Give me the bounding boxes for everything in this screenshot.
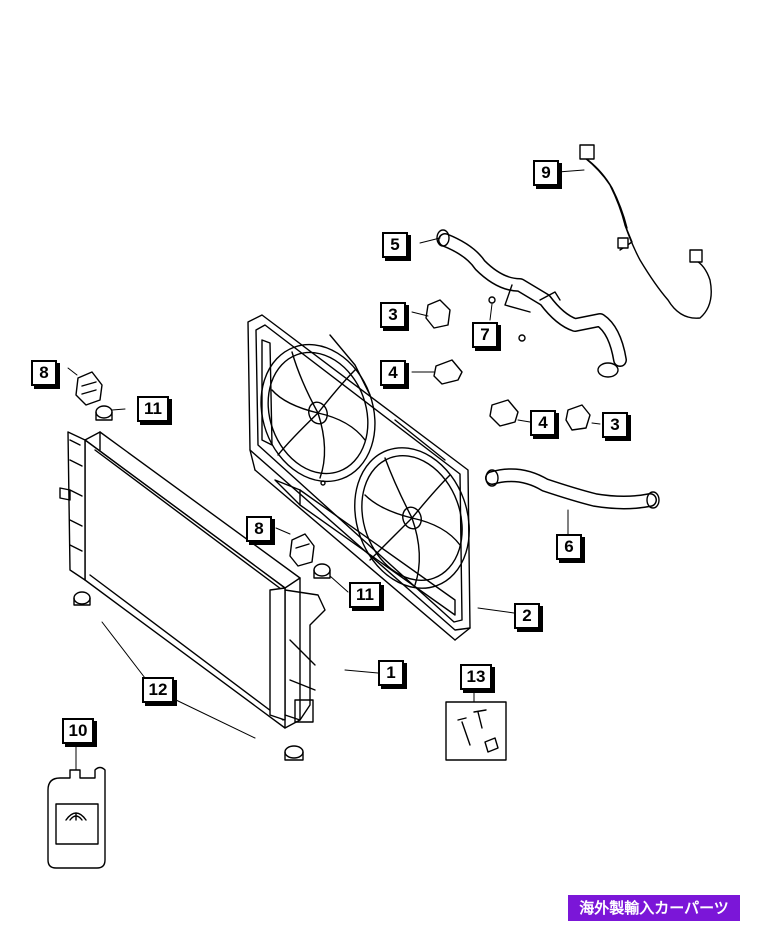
callout-8-lower: 8: [246, 516, 272, 542]
callout-5: 5: [382, 232, 408, 258]
callout-3-lower: 3: [602, 412, 628, 438]
sensor-4-lower: [489, 399, 519, 427]
upper-hose: [436, 229, 627, 378]
callout-11-upper: 11: [137, 396, 169, 422]
callout-2: 2: [514, 603, 540, 629]
upper-fan: [260, 343, 376, 483]
isolator-12-upper: [73, 591, 91, 606]
clip-3-upper: [425, 299, 451, 329]
wiring-harness: [579, 144, 712, 319]
callout-8-upper: 8: [31, 360, 57, 386]
lower-fan: [354, 447, 470, 589]
callout-3-upper: 3: [380, 302, 406, 328]
callout-11-lower: 11: [349, 582, 381, 608]
callout-9: 9: [533, 160, 559, 186]
callout-13: 13: [460, 664, 492, 690]
lower-hose: [485, 468, 660, 510]
callout-4-lower: 4: [530, 410, 556, 436]
callout-7: 7: [472, 322, 498, 348]
bracket-8-lower: [289, 533, 315, 567]
callout-1: 1: [378, 660, 404, 686]
fan-shroud: [247, 314, 471, 641]
callout-12: 12: [142, 677, 174, 703]
isolator-11-upper: [95, 405, 113, 421]
isolator-12-lower: [284, 745, 304, 761]
coolant-jug: [47, 766, 106, 869]
bracket-8-upper: [75, 371, 103, 406]
watermark-banner: 海外製輸入カーパーツ: [568, 895, 740, 921]
leader-lines: [67, 169, 601, 771]
callout-6: 6: [556, 534, 582, 560]
radiator: [59, 431, 326, 729]
clip-3-lower: [565, 404, 591, 431]
sensor-4-upper: [433, 359, 463, 385]
fastener-7: [488, 296, 526, 342]
callout-10: 10: [62, 718, 94, 744]
isolator-11-lower: [313, 563, 331, 579]
bolt-kit: [445, 701, 507, 761]
callout-4-upper: 4: [380, 360, 406, 386]
